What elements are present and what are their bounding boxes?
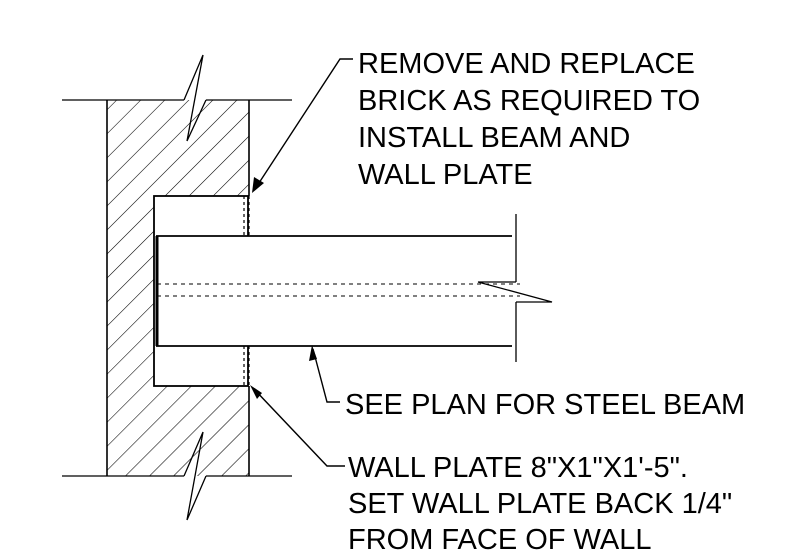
brick-wall-hatch-left — [107, 196, 154, 386]
hidden-plate-lines — [243, 196, 250, 386]
plate-note: WALL PLATE 8"X1"X1'-5". SET WALL PLATE B… — [348, 452, 740, 554]
brick-note-line-3: INSTALL BEAM AND — [358, 122, 630, 154]
plate-note-line-1: WALL PLATE 8"X1"X1'-5". — [348, 452, 688, 484]
beam-note: SEE PLAN FOR STEEL BEAM — [345, 389, 745, 421]
brick-note-line-1: REMOVE AND REPLACE — [358, 48, 695, 80]
beam-break-line — [477, 214, 553, 362]
wall-outline — [106, 100, 250, 476]
top-break-line — [62, 54, 292, 142]
brick-wall-hatch-upper — [107, 100, 249, 196]
steel-beam — [155, 235, 512, 347]
beam-note-line-1: SEE PLAN FOR STEEL BEAM — [345, 389, 745, 421]
brick-note-leader — [252, 58, 353, 193]
plate-note-line-3: FROM FACE OF WALL — [348, 524, 651, 554]
brick-note-line-2: BRICK AS REQUIRED TO — [358, 85, 700, 117]
brick-wall-hatch-lower — [107, 386, 249, 476]
plate-note-line-2: SET WALL PLATE BACK 1/4" — [348, 488, 732, 520]
brick-note: REMOVE AND REPLACE BRICK AS REQUIRED TO … — [358, 48, 708, 191]
brick-note-line-4: WALL PLATE — [358, 159, 533, 191]
bottom-break-line — [62, 431, 292, 521]
plate-note-leader — [250, 385, 345, 467]
beam-note-leader — [309, 345, 340, 403]
